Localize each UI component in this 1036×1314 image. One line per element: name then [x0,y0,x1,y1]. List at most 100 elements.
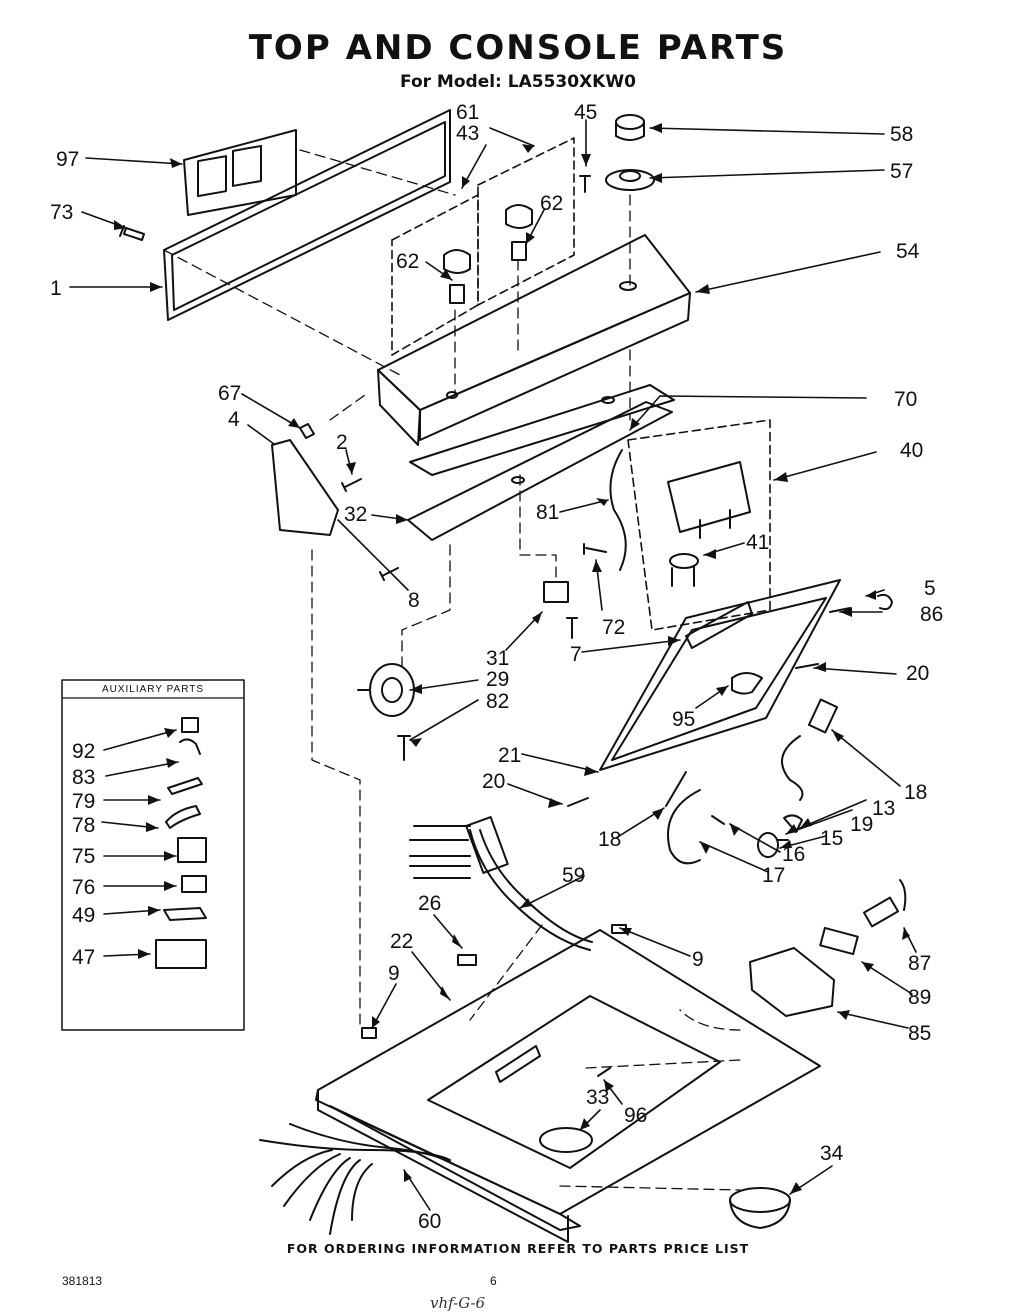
callout-75: 75 [72,845,95,868]
callout-26: 26 [418,892,441,915]
part-7-screw [566,617,578,639]
callout-47: 47 [72,946,95,969]
part-81-wire [609,449,627,571]
callout-20: 20 [482,770,505,793]
callout-15: 15 [820,827,843,850]
callout-4: 4 [228,408,240,431]
callout-43: 43 [456,122,479,145]
callout-72: 72 [602,616,625,639]
part-20-screw-lower [567,797,589,807]
part-19-shape [783,814,803,833]
part-21-lid-frame [599,579,841,771]
callout-19: 19 [850,813,873,836]
auxiliary-parts-title: AUXILIARY PARTS [101,684,205,695]
callout-32: 32 [344,503,367,526]
callout-8: 8 [408,589,420,612]
callout-79: 79 [72,790,95,813]
part-72-screw [583,543,607,555]
callout-9: 9 [388,962,400,985]
callout-59: 59 [562,864,585,887]
part-29-timer [357,663,415,717]
callout-61: 61 [456,101,479,124]
callout-2: 2 [336,431,348,454]
callout-18: 18 [904,781,927,804]
callout-82: 82 [486,690,509,713]
callout-29: 29 [486,668,509,691]
part-40-bracket [627,419,771,631]
part-85-shape [749,947,835,1017]
callout-45: 45 [574,101,597,124]
callout-62: 62 [540,192,563,215]
callout-62: 62 [396,250,419,273]
callout-67: 67 [218,382,241,405]
part-87-shape [863,879,907,928]
callout-9: 9 [692,948,704,971]
part-57-shape [605,169,655,191]
callout-96: 96 [624,1104,647,1127]
page-number: 6 [490,1274,497,1288]
part-45-shape [579,175,591,193]
part-5-shape [877,593,893,611]
callout-1: 1 [50,277,62,300]
callout-70: 70 [894,388,917,411]
callout-31: 31 [486,647,509,670]
part-34-cup [729,1187,791,1229]
part-18-switch [781,698,839,801]
callout-34: 34 [820,1142,844,1165]
callout-7: 7 [570,643,582,666]
document-number: 381813 [62,1274,103,1288]
part-95-shape [731,672,763,695]
part-54-console [377,234,691,446]
part-60-harness [259,1123,451,1235]
part-96-screw [597,1067,611,1077]
callout-41: 41 [746,531,769,554]
part-58-shape [615,114,645,141]
callout-83: 83 [72,766,95,789]
part-9-clip-left [361,1027,377,1039]
callout-17: 17 [762,864,785,887]
callout-58: 58 [890,123,913,146]
auxiliary-parts-box [61,679,245,1031]
part-86-screw [829,607,851,613]
part-70-rail [407,384,675,541]
part-62-knobs [443,204,533,304]
part-40-shape [667,461,751,539]
part-26-clip [457,954,477,966]
model-subtitle: For Model: LA5530XKW0 [400,72,636,92]
callout-21: 21 [498,744,521,767]
part-41-shape [669,553,699,587]
callout-89: 89 [908,986,931,1009]
part-82-screw [397,735,411,761]
auxiliary-part-shapes [155,717,207,969]
part-43-bracket [391,194,479,356]
part-31-switch [543,581,569,603]
part-2-screw [341,478,362,492]
part-59-harness [409,816,593,951]
part-61-bracket [477,137,575,306]
callout-73: 73 [50,201,73,224]
callout-60: 60 [418,1210,441,1233]
callout-57: 57 [890,160,913,183]
page-title: TOP AND CONSOLE PARTS [248,28,788,68]
part-4-endcap [271,423,339,536]
callout-5: 5 [924,577,936,600]
handwritten-note: vhf-G-6 [430,1294,486,1312]
callout-78: 78 [72,814,95,837]
callout-81: 81 [536,501,559,524]
callout-97: 97 [56,148,79,171]
part-16-17-shape [667,789,725,865]
callout-40: 40 [900,439,923,462]
part-89-shape [819,926,859,956]
callout-13: 13 [872,797,895,820]
callout-86: 86 [920,603,943,626]
callout-95: 95 [672,708,695,731]
callout-76: 76 [72,876,95,899]
part-20-screw-upper [795,663,819,669]
part-1-shape [163,109,451,321]
callout-85: 85 [908,1022,931,1045]
callout-16: 16 [782,843,805,866]
part-18-lower [665,771,687,807]
callout-20: 20 [906,662,929,685]
callout-22: 22 [390,930,413,953]
